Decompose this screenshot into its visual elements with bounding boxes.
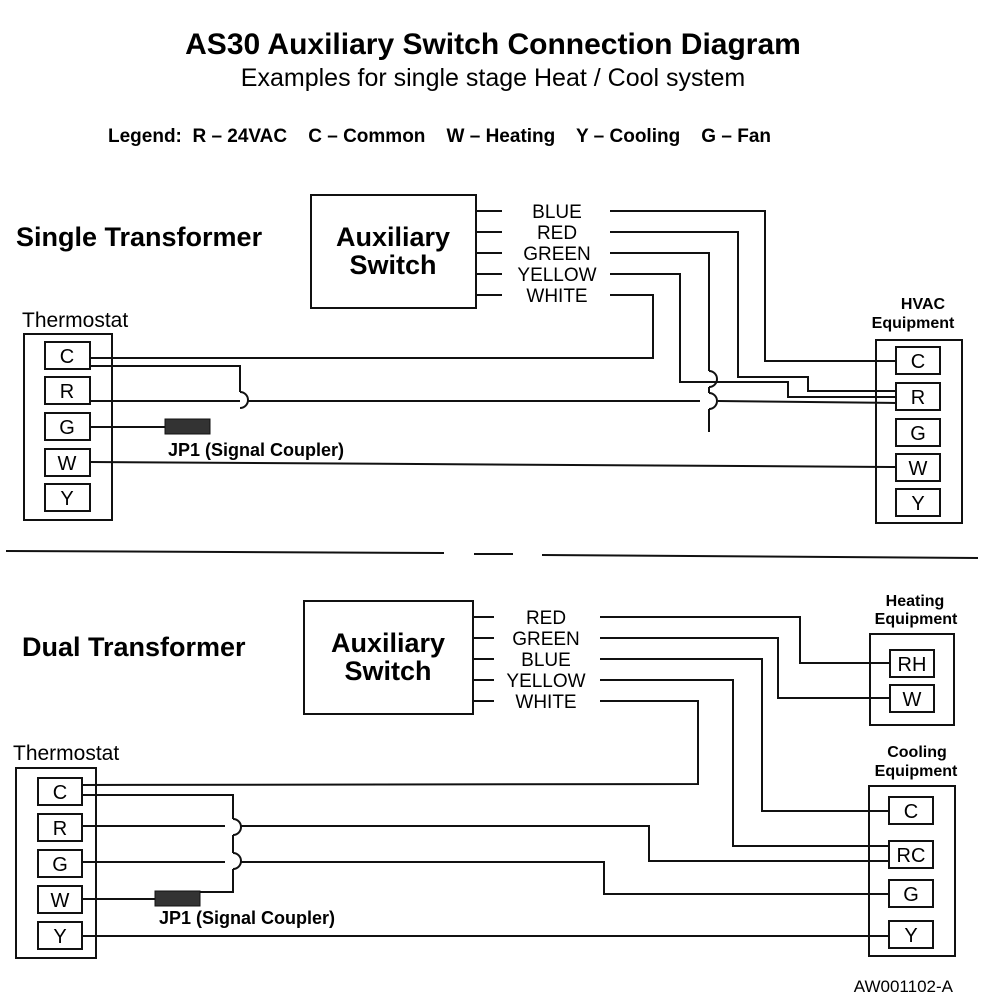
wire-label: RED (537, 223, 577, 244)
thermostat-dual: C R G W Y (15, 767, 97, 959)
jp1-signal-coupler (154, 890, 201, 907)
diagram-title: AS30 Auxiliary Switch Connection Diagram (185, 28, 801, 61)
dual-transformer-heading: Dual Transformer (22, 632, 246, 662)
hvac-terminal: Y (911, 493, 924, 515)
auxiliary-switch-label: Auxiliary (336, 222, 450, 252)
diagram-subtitle: Examples for single stage Heat / Cool sy… (241, 64, 745, 92)
hvac-terminal: R (911, 387, 925, 409)
cooling-equipment-label: Cooling (887, 744, 947, 761)
single-transformer-heading: Single Transformer (16, 222, 263, 252)
wire-label: WHITE (526, 286, 587, 307)
thermostat-terminal: Y (53, 926, 66, 948)
thermostat-terminal: G (59, 417, 75, 439)
thermostat-single: C R G W Y (23, 333, 113, 521)
heating-equipment: RH W (869, 633, 955, 726)
switch-lead-stubs-dual (473, 616, 494, 702)
wires-dual (81, 616, 890, 937)
auxiliary-switch-label: Switch (344, 656, 431, 686)
section-divider (5, 550, 979, 559)
cooling-equipment-label: Equipment (875, 763, 958, 780)
hvac-terminal: C (911, 351, 925, 373)
hvac-equipment-label: HVAC (901, 296, 946, 313)
wire-label: BLUE (521, 650, 571, 671)
jp1-signal-coupler (164, 418, 211, 435)
thermostat-terminal: G (52, 854, 68, 876)
jp1-label: JP1 (Signal Coupler) (159, 908, 335, 928)
switch-lead-stubs-single (476, 210, 502, 296)
wire-label: WHITE (515, 692, 576, 713)
hvac-terminal: G (910, 423, 926, 445)
heating-terminal: RH (898, 654, 927, 676)
auxiliary-switch-box-single: Auxiliary Switch (310, 194, 477, 309)
thermostat-label: Thermostat (13, 742, 119, 765)
cooling-equipment: C RC G Y (868, 785, 956, 957)
jp1-label: JP1 (Signal Coupler) (168, 440, 344, 460)
thermostat-terminal: Y (60, 488, 73, 510)
wire-label: YELLOW (506, 671, 585, 692)
cooling-terminal: RC (897, 845, 926, 867)
wire-color-labels-dual: RED GREEN BLUE YELLOW WHITE (506, 608, 585, 713)
heating-equipment-label: Equipment (875, 611, 958, 628)
drawing-code: AW001102-A (854, 977, 954, 996)
wire-label: YELLOW (517, 265, 596, 286)
thermostat-terminal: C (53, 782, 67, 804)
auxiliary-switch-label: Switch (349, 250, 436, 280)
wire-label: RED (526, 608, 566, 629)
hvac-equipment: C R G W Y (875, 339, 963, 524)
thermostat-terminal: R (53, 818, 67, 840)
cooling-terminal: C (904, 801, 918, 823)
thermostat-terminal: C (60, 346, 74, 368)
wire-label: BLUE (532, 202, 582, 223)
wire-color-labels-single: BLUE RED GREEN YELLOW WHITE (517, 202, 596, 307)
legend: Legend: R – 24VAC C – Common W – Heating… (108, 126, 771, 147)
heating-equipment-label: Heating (886, 593, 945, 610)
heating-terminal: W (903, 689, 922, 711)
wire-label: GREEN (523, 244, 591, 265)
auxiliary-switch-label: Auxiliary (331, 628, 445, 658)
thermostat-terminal: W (58, 453, 77, 475)
cooling-terminal: G (903, 884, 919, 906)
thermostat-label: Thermostat (22, 309, 128, 332)
hvac-terminal: W (909, 458, 928, 480)
wires-single (89, 210, 897, 468)
thermostat-terminal: R (60, 381, 74, 403)
thermostat-terminal: W (51, 890, 70, 912)
hvac-equipment-label: Equipment (872, 315, 955, 332)
auxiliary-switch-box-dual: Auxiliary Switch (303, 600, 474, 715)
wire-label: GREEN (512, 629, 580, 650)
cooling-terminal: Y (904, 925, 917, 947)
